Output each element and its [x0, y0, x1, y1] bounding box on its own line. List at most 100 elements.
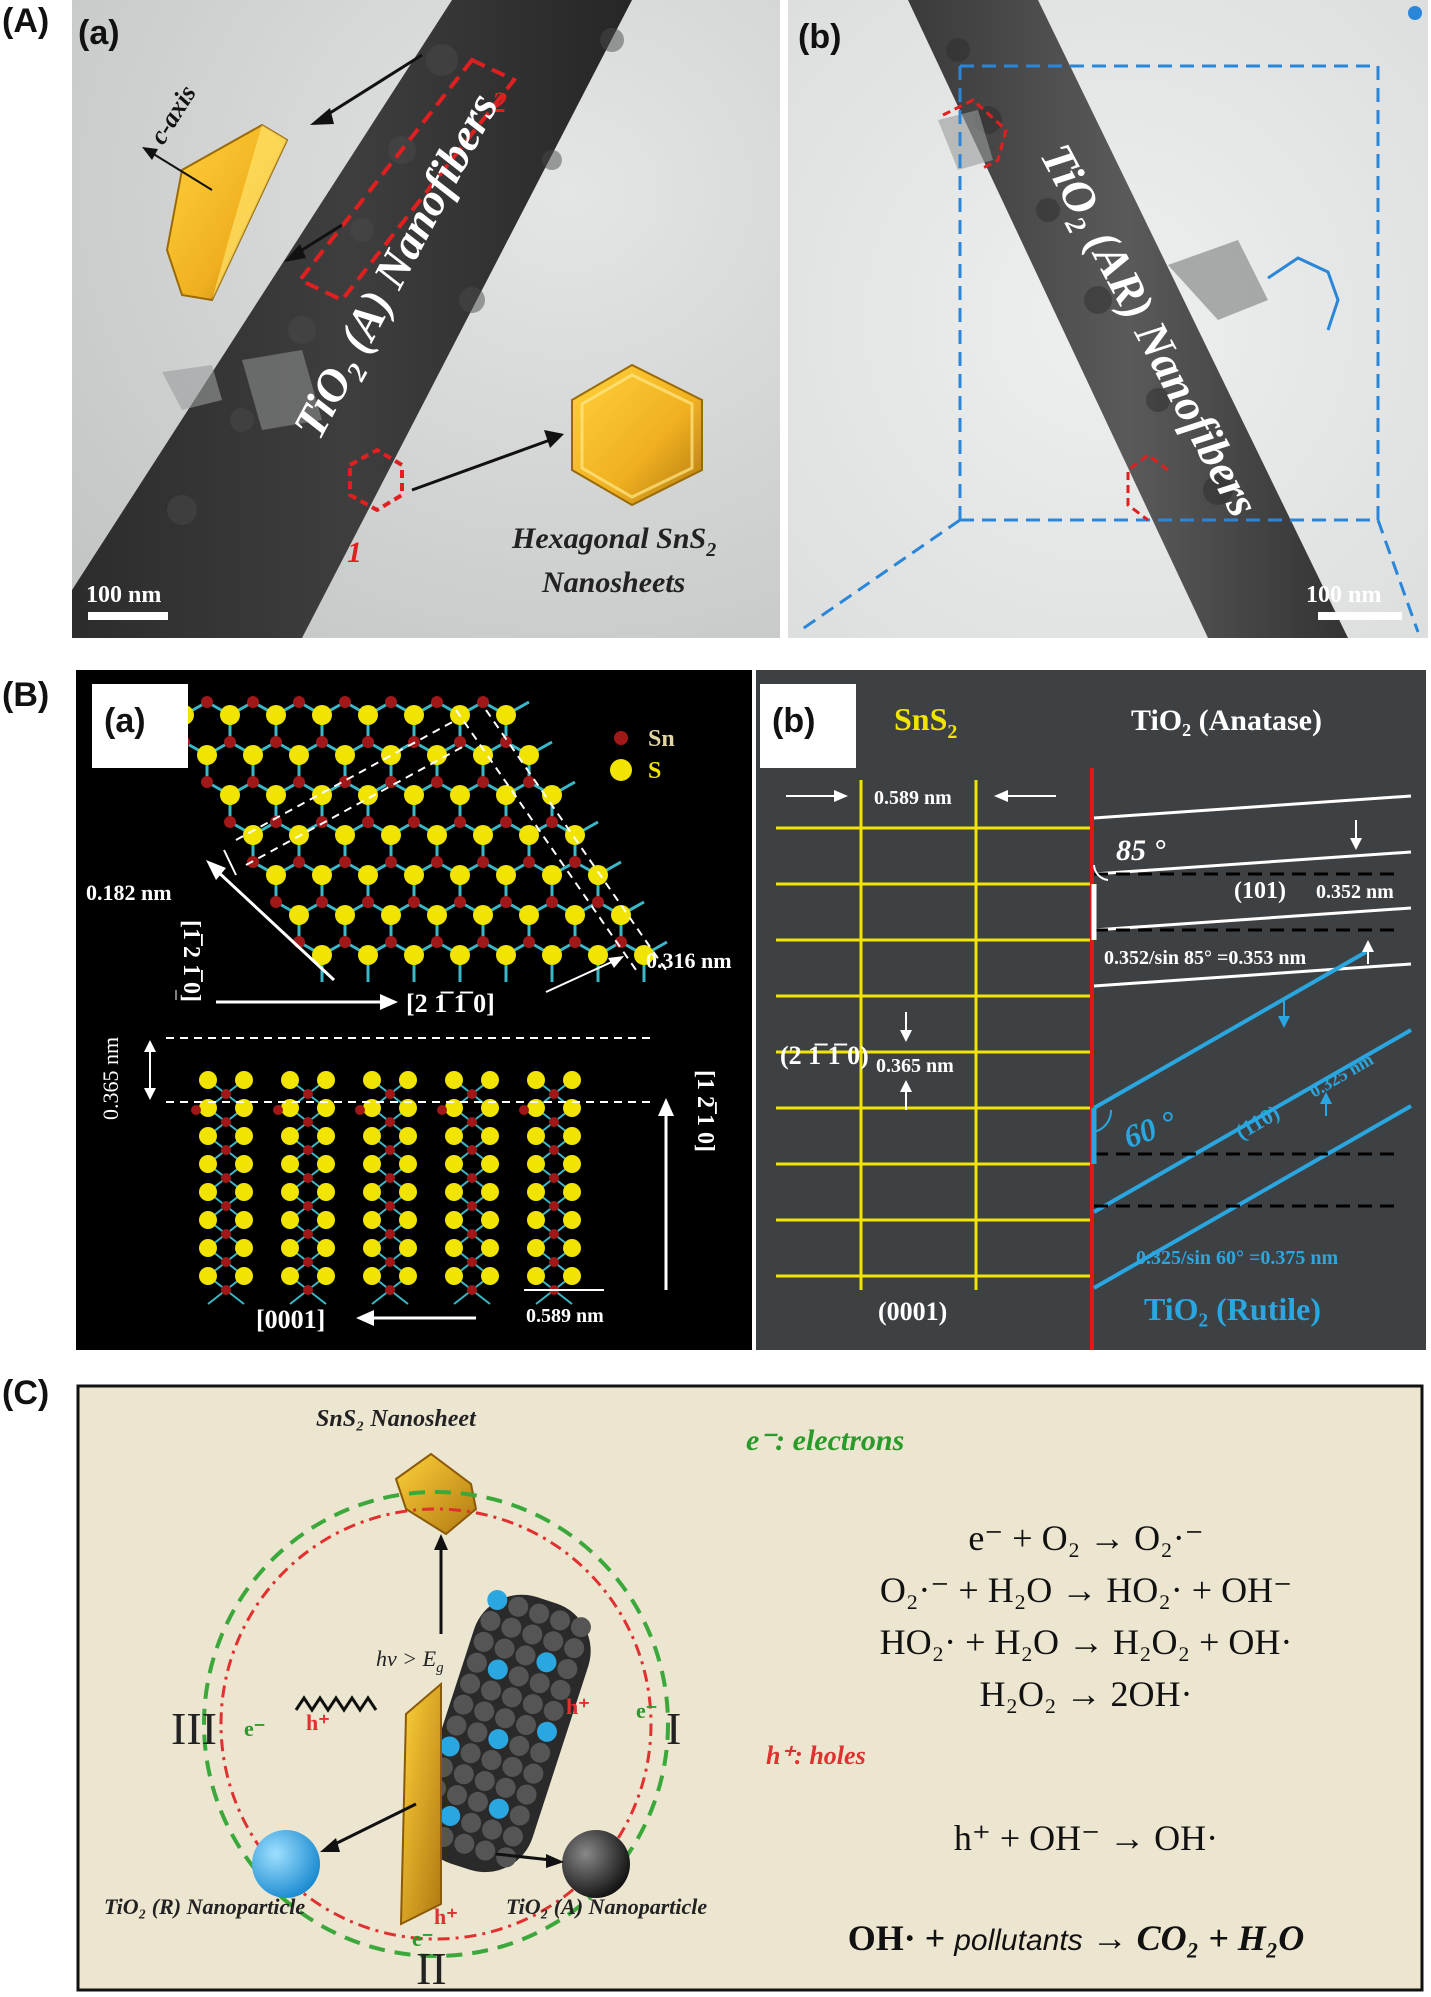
sn-atom [293, 776, 305, 788]
sn-atom [221, 1285, 231, 1295]
sn-atom [293, 856, 305, 868]
sn-atom [221, 1173, 231, 1183]
sn-atom [270, 896, 282, 908]
equation-5: h⁺ + OH⁻ → OH· [954, 1818, 1218, 1858]
sn-atom [467, 1117, 477, 1127]
s-atom [445, 1071, 463, 1089]
plane-0001: (0001) [878, 1297, 947, 1326]
sn-atom [293, 696, 305, 708]
s-atom [317, 1071, 335, 1089]
nanofiber-a [72, 0, 632, 638]
sn-atom [385, 1229, 395, 1239]
s-atom [481, 1239, 499, 1257]
rod-particle [529, 1673, 550, 1694]
h-label-right: h⁺ [566, 1694, 590, 1719]
marker-2: 2 [491, 86, 507, 119]
s-atom [481, 1211, 499, 1229]
rod-particle [522, 1694, 543, 1715]
s-atom [199, 1211, 217, 1229]
sn-atom [569, 936, 581, 948]
h-label-bottom: h⁺ [434, 1904, 458, 1929]
s-atom [235, 1211, 253, 1229]
sn-atom [224, 816, 236, 828]
s-atom [363, 1071, 381, 1089]
rod-particle [570, 1617, 591, 1638]
s-atom [527, 1155, 545, 1173]
legend-sn-label: Sn [648, 726, 675, 752]
sns2-title: SnS2 [894, 701, 957, 743]
s-atom [563, 1267, 581, 1285]
sn-atom [549, 1117, 559, 1127]
sn-atom [385, 1117, 395, 1127]
s-atom [266, 785, 286, 805]
dashed-cube-b [797, 64, 1420, 634]
dist-0316: 0.316 nm [646, 948, 732, 973]
s-atom [317, 1239, 335, 1257]
rod-particle [508, 1666, 529, 1687]
s-atom [312, 945, 332, 965]
sn-atom [385, 856, 397, 868]
rod-particle [530, 1742, 551, 1763]
s-atom [243, 745, 263, 765]
s-atom [496, 785, 516, 805]
rod-particle [467, 1791, 488, 1812]
sn-atom [500, 896, 512, 908]
sn-atom [467, 1173, 477, 1183]
tio2-a-label: TiO₂ (A) Nanoparticle [506, 1894, 707, 1919]
s-atom [289, 745, 309, 765]
rod-particle [460, 1743, 481, 1764]
roman-3: III [171, 1703, 217, 1754]
s-atom [563, 1239, 581, 1257]
s-atom [281, 1239, 299, 1257]
s-atom [281, 1211, 299, 1229]
s-atom [197, 745, 217, 765]
s-atom [427, 745, 447, 765]
rod-particle [523, 1763, 544, 1784]
rod-particle [516, 1784, 537, 1805]
sn-atom [221, 1201, 231, 1211]
s-atom [445, 1239, 463, 1257]
rod-particle [564, 1638, 585, 1659]
rod-particle [515, 1645, 536, 1666]
sn-atom [549, 1201, 559, 1211]
sn-atom [454, 896, 466, 908]
rod-particle [461, 1812, 482, 1833]
s-atom [199, 1099, 217, 1117]
s-atom [235, 1155, 253, 1173]
nanofiber-b [908, 0, 1348, 638]
sn-atom [385, 1257, 395, 1267]
s-atom [588, 865, 608, 885]
s-atom [199, 1155, 217, 1173]
panel-a-b-tag: (b) [798, 18, 842, 56]
rod-particle [509, 1805, 530, 1826]
s-atom [235, 1071, 253, 1089]
sn-atom [201, 696, 213, 708]
dist-0365-b: 0.365 nm [876, 1055, 954, 1077]
s-atom [358, 945, 378, 965]
rod-particle [480, 1610, 501, 1631]
rod-particle [543, 1631, 564, 1652]
sn-atom [549, 1229, 559, 1239]
s-atom [496, 705, 516, 725]
s-atom [473, 825, 493, 845]
sn-atom [339, 936, 351, 948]
sn-atom [546, 816, 558, 828]
rod-particle [466, 1652, 487, 1673]
sn-atom [467, 1201, 477, 1211]
rod-particle [488, 1798, 509, 1819]
sn-atom [467, 1145, 477, 1155]
rod-particle [487, 1659, 508, 1680]
s-atom [281, 1071, 299, 1089]
s-atom [363, 1183, 381, 1201]
sn-atom [500, 736, 512, 748]
equation-2: O₂·⁻ + H₂O → HO₂· + OH⁻ [880, 1570, 1292, 1610]
s-atom [527, 1239, 545, 1257]
sn-atom [273, 1105, 283, 1115]
s-atom [527, 1267, 545, 1285]
anatase-title: TiO₂ (Anatase) [1131, 704, 1322, 737]
sn-atom [467, 1285, 477, 1295]
rod-particle [454, 1833, 475, 1854]
dist-0352: 0.352 nm [1316, 881, 1394, 903]
dashed-region-2 [296, 57, 518, 303]
s-atom [519, 905, 539, 925]
